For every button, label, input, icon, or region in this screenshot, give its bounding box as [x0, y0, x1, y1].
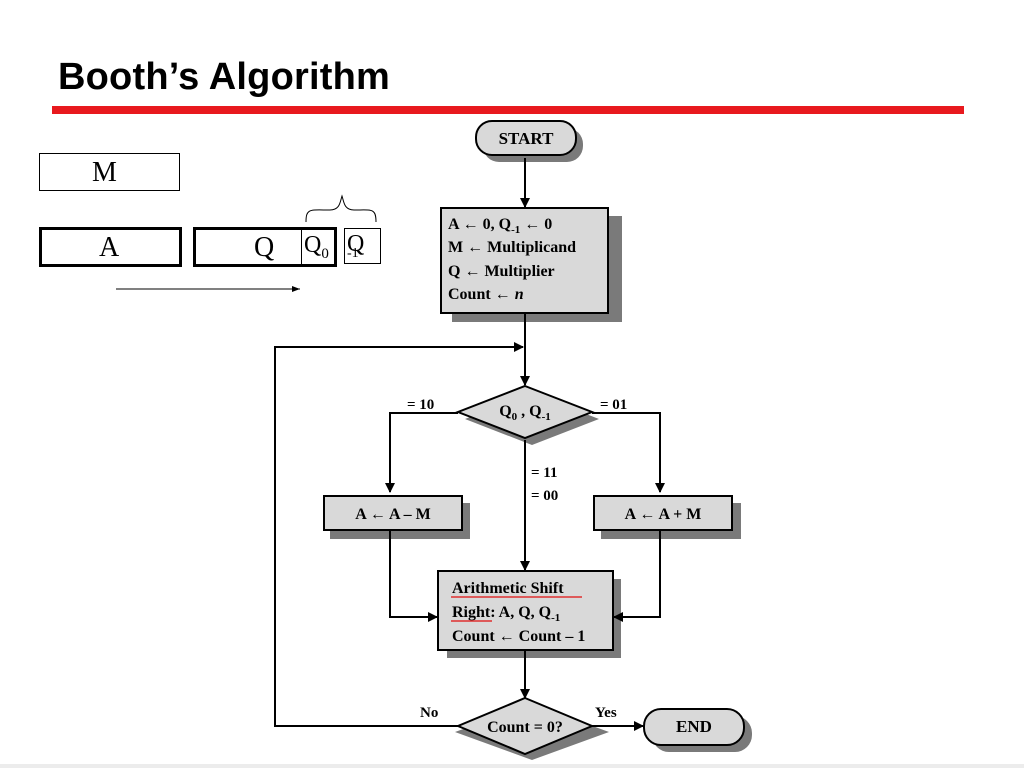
shift-line-2: Right: A, Q, Q-1 — [452, 604, 560, 624]
branch-label-01: = 01 — [600, 397, 627, 413]
end-terminal — [643, 708, 745, 746]
slide-title: Booth’s Algorithm — [58, 56, 390, 98]
arrow-add-to-shift — [613, 530, 661, 622]
start-terminal — [475, 120, 577, 156]
register-q0-label: Q0 — [304, 232, 329, 262]
q0-q-1-brace — [305, 194, 377, 223]
subtract-label: A ← A – M — [355, 506, 431, 523]
decision-label: Q0 , Q-1 — [499, 403, 551, 423]
register-q-label: Q — [254, 232, 275, 263]
init-box — [440, 207, 609, 314]
register-q0-divider — [301, 229, 302, 265]
register-a-label: A — [99, 232, 120, 263]
register-a: A — [39, 227, 182, 267]
register-m: M — [39, 153, 180, 191]
count-check-label: Count = 0? — [487, 719, 563, 736]
yes-label: Yes — [595, 705, 617, 721]
end-label: END — [676, 717, 712, 736]
decision-q0-q-1 — [455, 384, 595, 440]
shift-box — [437, 570, 614, 651]
arrow-loop-back — [274, 342, 524, 727]
init-line-2: M ← Multiplicand — [448, 239, 576, 256]
shift-line-3: Count ← Count – 1 — [452, 628, 585, 645]
register-q: Q — [193, 227, 337, 267]
shift-line-1: Arithmetic Shift — [452, 580, 564, 597]
subtract-box — [323, 495, 463, 531]
arrow-decision-to-add — [592, 412, 665, 493]
arrow-subtract-to-shift — [389, 530, 438, 622]
register-q-minus-1: Q-1 — [344, 228, 381, 264]
branch-label-11: = 11 — [531, 465, 557, 481]
bottom-divider — [0, 764, 1024, 768]
add-box — [593, 495, 733, 531]
branch-label-00: = 00 — [531, 488, 558, 504]
no-label: No — [420, 705, 438, 721]
start-label: START — [499, 129, 554, 148]
arrow-decision-to-subtract — [385, 412, 458, 493]
add-label: A ← A + M — [625, 506, 702, 523]
init-line-3: Q ← Multiplier — [448, 263, 555, 280]
register-q-minus-1-label: Q-1 — [347, 231, 365, 261]
init-line-1: A ← 0, Q-1 ← 0 — [448, 216, 552, 236]
init-line-4: Count ← n — [448, 286, 524, 303]
title-rule — [52, 106, 964, 114]
register-m-label: M — [92, 157, 117, 188]
branch-label-10: = 10 — [407, 397, 434, 413]
count-check-decision — [455, 696, 595, 756]
